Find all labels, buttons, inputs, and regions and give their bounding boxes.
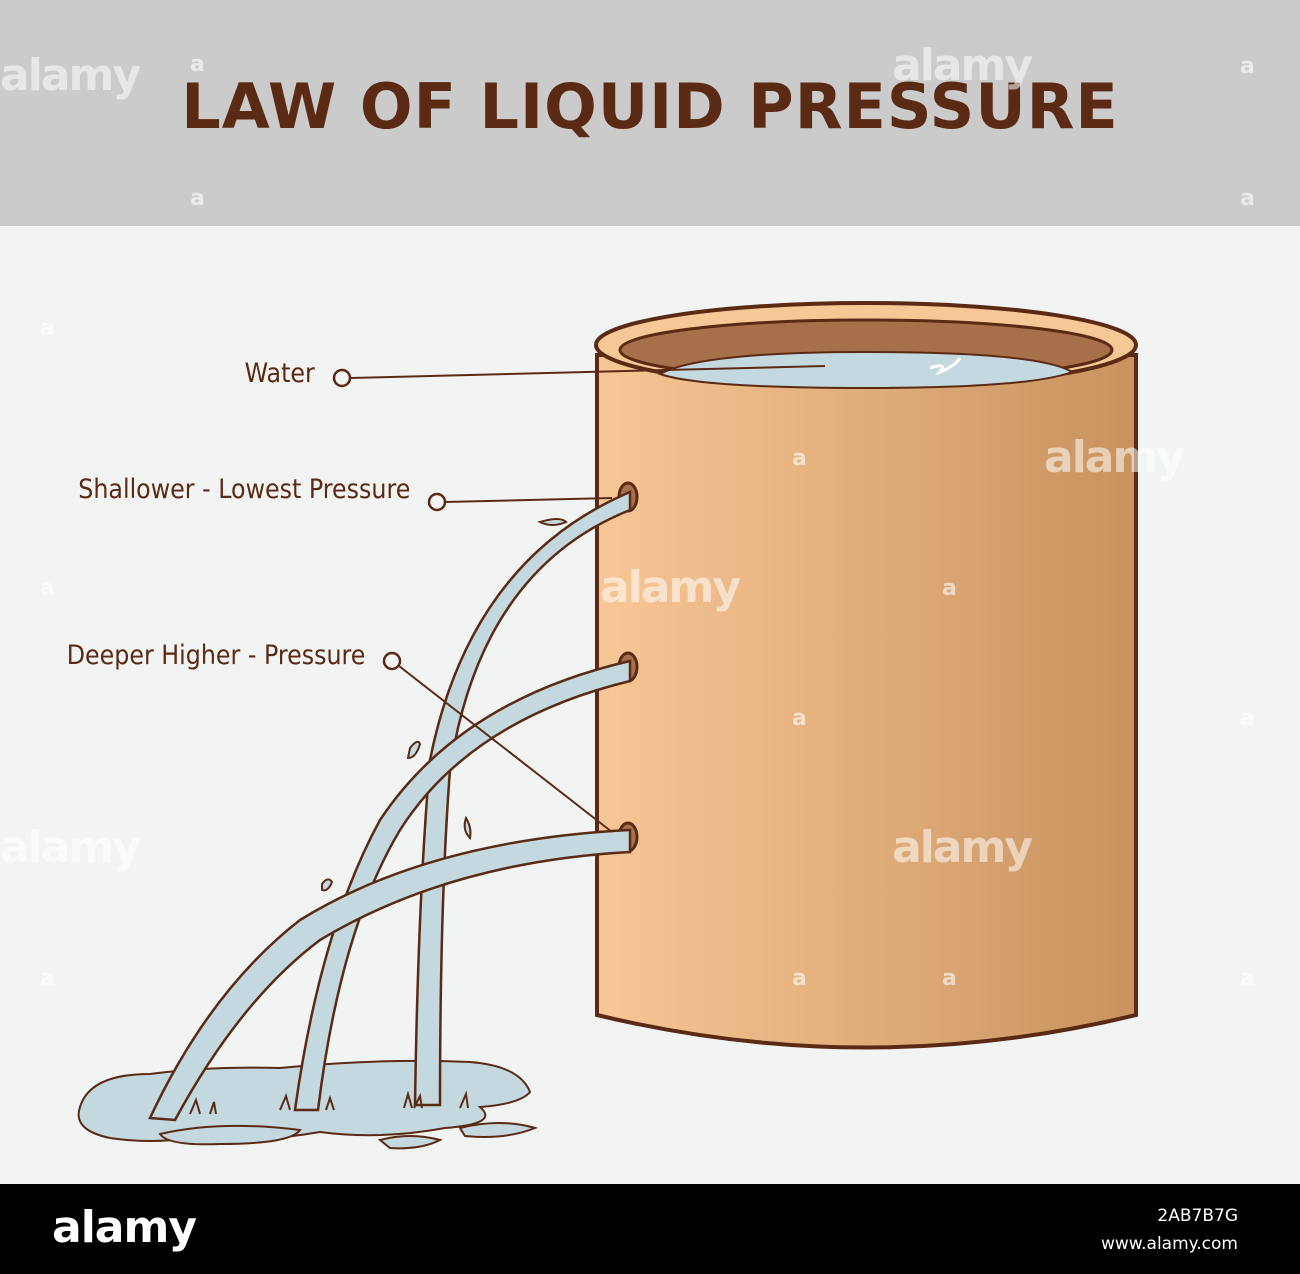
watermark-glyph: a [40,576,55,601]
watermark-glyph: a [792,446,807,471]
label-deeper-higher-pressure: Deeper Higher - Pressure [66,640,365,671]
footer-bar: alamy 2AB7B7G www.alamy.com [0,1184,1300,1274]
callout-line-shallower [444,497,613,503]
stream-bottom [148,828,632,1122]
water-droplet [463,815,472,841]
water-droplet [406,740,422,760]
water-droplet [321,878,334,892]
water-droplet [537,518,568,526]
watermark-glyph: a [792,706,807,731]
label-water: Water [244,358,315,389]
watermark-glyph: a [190,186,205,211]
watermark-glyph: a [40,966,55,991]
footer-brand-logo: alamy [52,1202,197,1253]
watermark-logo: alamy [1044,432,1185,483]
watermark-glyph: a [190,52,205,77]
footer-image-id: 2AB7B7G [1157,1206,1238,1226]
water-surface [657,350,1075,390]
watermark-glyph: a [792,966,807,991]
grass-tuft [403,1090,469,1109]
watermark-glyph: a [942,966,957,991]
stream-top [413,490,632,1107]
callout-marker-deeper [382,651,402,671]
watermark-logo: alamy [600,562,741,613]
watermark-logo: alamy [0,50,141,101]
watermark-logo: alamy [892,40,1033,91]
stream-middle [293,659,632,1112]
watermark-glyph: a [1240,54,1255,79]
callout-marker-water [332,368,352,388]
callout-line-deeper [398,665,613,833]
watermark-logo: alamy [0,822,141,873]
water-puddle-drop [458,1122,539,1138]
watermark-glyph: a [1240,966,1255,991]
label-shallower-lowest-pressure: Shallower - Lowest Pressure [77,474,410,505]
watermark-glyph: a [1240,706,1255,731]
watermark-glyph: a [942,576,957,601]
watermark-logo: alamy [892,822,1033,873]
page-title: LAW OF LIQUID PRESSURE [181,70,1119,143]
water-glint [929,357,962,376]
callout-marker-shallower [427,492,447,512]
watermark-glyph: a [1240,186,1255,211]
water-puddle-drop [377,1135,443,1150]
grass-tuft [189,1097,217,1115]
watermark-glyph: a [40,316,55,341]
water-puddle-drop [158,1124,302,1146]
callout-line-water [349,365,826,379]
grass-tuft [279,1093,335,1111]
footer-site-url: www.alamy.com [1100,1234,1238,1254]
tank-body [595,353,1138,1050]
title-band: LAW OF LIQUID PRESSURE [0,0,1300,226]
